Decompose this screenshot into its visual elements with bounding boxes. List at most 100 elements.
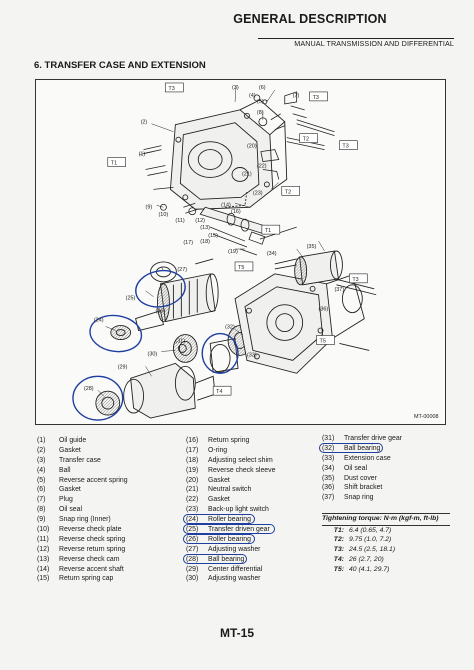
legend-column-2: (16)Return spring (17)O-ring (18)Adjusti… [183,436,276,584]
annotation-circle [183,514,255,525]
torque-row: T5:40 (4.1, 29.7) [333,566,390,574]
callout-5: (5) [257,99,264,105]
leader-lines [97,85,325,397]
tag-t3-top: T3 [168,86,174,92]
torque-row: T1:6.4 (0.65, 4.7) [333,526,392,534]
legend-item: (23)Back-up light switch [186,506,269,514]
callout-26: (26) [155,309,165,315]
callout-3: (3) [232,85,239,91]
tag-t5-right: T5 [320,338,326,344]
legend-item: (10)Reverse check plate [37,526,122,534]
legend-item: (21)Neutral switch [186,486,252,494]
legend-item: (35)Dust cover [322,474,377,482]
legend-item: (30)Adjusting washer [186,575,261,583]
callout-25: (25) [126,296,136,302]
legend-item: (13)Reverse check cam [37,555,120,563]
tightening-torque-table: Tightening torque: N·m (kgf-m, ft-lb) T1… [322,513,450,575]
legend-item: (19)Reverse check sleeve [186,466,276,474]
legend-item: (34)Oil seal [322,464,367,472]
legend-item: (1)Oil guide [37,437,87,444]
legend-item: (14)Reverse accent shaft [37,565,124,573]
legend-item: (37)Snap ring [322,494,374,502]
callout-9: (9) [146,204,153,210]
legend-item: (18)Adjusting select shim [186,456,273,464]
callout-18: (18) [200,239,210,245]
legend-item: (27)Adjusting washer [186,545,261,553]
tag-t3-right: T3 [313,95,319,101]
annotation-circle [183,553,247,564]
annotation-circle [183,524,275,535]
legend-item: (2)Gasket [37,446,81,454]
tag-t3-mid: T3 [342,144,348,150]
callout-16: (16) [231,209,241,215]
callout-29: (29) [118,364,128,370]
callout-33: (33) [247,352,257,358]
callout-7: (7) [293,93,300,99]
legend-item: (5)Reverse accent spring [37,476,128,484]
annotation-circle [183,533,255,544]
legend-item: (16)Return spring [186,437,250,444]
legend-item: (12)Reverse return spring [37,545,126,553]
legend-item: (36)Shift bracket [322,484,383,492]
page-header-title: GENERAL DESCRIPTION [233,12,387,26]
callout-8: (8) [257,110,264,116]
tag-t2-upper: T2 [303,137,309,143]
annotation-circle [319,442,383,453]
torque-title: Tightening torque: N·m (kgf-m, ft-lb) [322,513,450,526]
callout-10: (10) [158,212,168,218]
callout-11: (11) [175,218,184,224]
callout-22: (22) [257,163,267,169]
dust-cover-drawing [274,250,343,286]
extension-case-drawing [234,258,377,374]
legend-item: (3)Transfer case [37,456,101,464]
callout-21: (21) [242,171,252,177]
legend-item: (17)O-ring [186,446,228,454]
callout-28: (28) [84,386,94,392]
tag-t3-extension: T3 [352,277,358,283]
callout-30: (30) [148,351,158,357]
legend-item: (31)Transfer drive gear [322,435,402,442]
legend-item: (7)Plug [37,496,73,504]
callout-19: (19) [228,249,238,255]
callout-27: (27) [177,267,187,273]
torque-row: T4:26 (2.7, 20) [333,556,384,564]
callout-13: (13) [200,225,210,231]
callout-23: (23) [253,190,263,196]
legend-item: (15)Return spring cap [37,575,114,583]
tag-t4: T4 [216,389,222,395]
page-number: MT-15 [219,626,254,640]
tag-t5-top: T5 [238,265,244,271]
figure-code: MT-00008 [414,414,439,420]
callout-12: (12) [195,218,205,224]
legend-item: (4)Ball [37,466,71,474]
tag-t2-lower: T2 [285,189,291,195]
page-header-subtitle: MANUAL TRANSMISSION AND DIFFERENTIAL [294,39,454,48]
left-hardware [143,145,174,211]
exploded-view-drawing: (3) (6) (4) (5) (7) (8) (2) (1) (9) (10)… [72,82,439,421]
callout-2: (2) [141,120,148,126]
torque-tags: T3 T3 T2 T3 T1 T2 T1 T5 T3 T5 [107,82,368,396]
exploded-view-figure: (3) (6) (4) (5) (7) (8) (2) (1) (9) (10)… [35,79,446,425]
center-differential-drawing [95,344,216,419]
legend-column-3: (31)Transfer drive gear (32)Ball bearing… [319,434,402,503]
legend-item-ball-bearing-28: (28)Ball bearing [183,553,275,565]
legend-item: (11)Reverse check spring [37,535,126,543]
callout-1: (1) [139,152,146,158]
tag-t1-center: T1 [265,228,271,234]
transfer-case-drawing [169,99,288,210]
legend-item: (20)Gasket [186,476,230,484]
callout-31: (31) [175,338,185,344]
legend-item-transfer-driven-gear-25: (25)Transfer driven gear [183,524,275,535]
callout-6: (6) [259,85,266,91]
callout-20: (20) [247,144,257,150]
legend-item: (29)Center differential [186,565,263,573]
tag-t1-left: T1 [111,161,117,167]
callout-24: (24) [94,318,104,324]
small-parts-top [253,91,335,180]
torque-row: T2:9.75 (1.0, 7.2) [333,536,392,544]
callout-labels: (3) (6) (4) (5) (7) (8) (2) (1) (9) (10)… [84,85,344,392]
legend-item: (22)Gasket [186,496,230,504]
callout-35: (35) [307,244,317,250]
legend-item: (33)Extension case [322,454,391,462]
